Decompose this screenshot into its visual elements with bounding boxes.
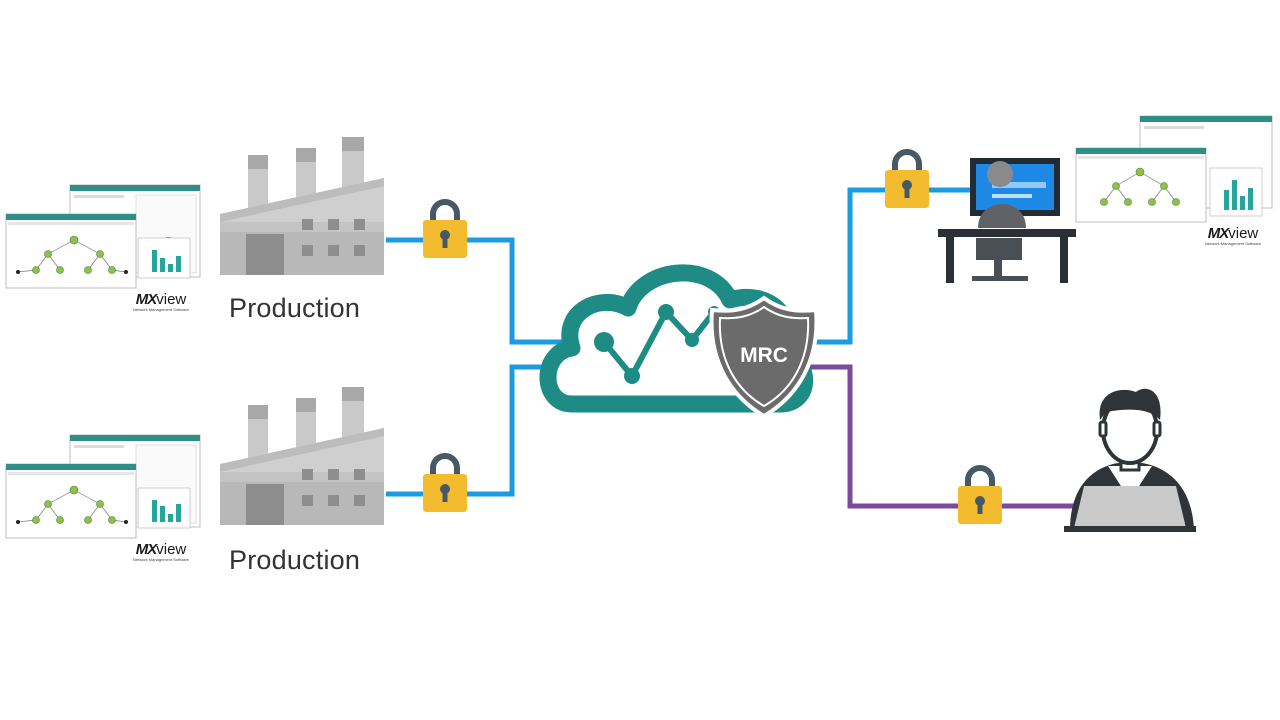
logo-product: view [1228, 225, 1259, 242]
logo-brand: MX [135, 541, 157, 558]
mxview-logo: MXview Network Management Software [116, 542, 206, 562]
logo-tagline: Network Management Software [132, 557, 190, 562]
laptop-user-icon [1064, 388, 1196, 532]
padlock-icon [423, 202, 467, 258]
mrc-label: MRC [740, 344, 788, 367]
logo-brand: MX [1207, 225, 1229, 242]
operator-workstation-icon [938, 158, 1076, 283]
logo-product: view [156, 541, 187, 558]
logo-brand: MX [135, 291, 157, 308]
production-label: Production [229, 545, 361, 575]
mxview-screens-bottom-left [5, 434, 201, 539]
padlock-icon [885, 152, 929, 208]
link-remote-laptop [800, 364, 1080, 509]
padlock-icon [423, 456, 467, 512]
padlock-icon [958, 468, 1002, 524]
mxview-logo: MXview Network Management Software [116, 292, 206, 312]
mxview-screens-right [1075, 115, 1273, 223]
production-label: Production [229, 293, 361, 323]
factory-icon [220, 137, 384, 275]
logo-tagline: Network Management Software [132, 307, 190, 312]
logo-tagline: Network Management Software [1204, 241, 1262, 246]
shield-icon: MRC [709, 295, 819, 419]
factory-icon [220, 387, 384, 525]
mxview-screens-top-left [5, 184, 201, 289]
logo-product: view [156, 291, 187, 308]
mxview-logo: MXview Network Management Software [1188, 226, 1278, 246]
